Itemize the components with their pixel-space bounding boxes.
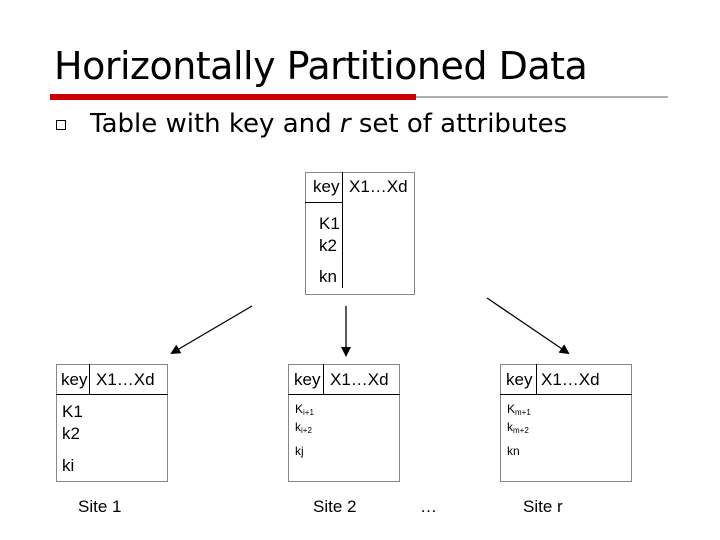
site-r-table-row: km+2 bbox=[507, 420, 529, 435]
site-r-table-header-key: key bbox=[506, 370, 533, 389]
arrow-icon bbox=[170, 305, 253, 355]
main-table-header-attrs: X1…Xd bbox=[349, 177, 408, 196]
row-key: kj bbox=[295, 444, 304, 458]
main-table-row: k2 bbox=[319, 236, 337, 255]
row-key: K bbox=[295, 402, 304, 416]
row-key: k bbox=[295, 420, 301, 434]
bullet-text-post: set of attributes bbox=[350, 109, 568, 139]
site-1-table-row: K1 bbox=[62, 402, 83, 421]
site-1-table-header-rule bbox=[56, 394, 168, 395]
site-r-table-border bbox=[500, 364, 632, 482]
site-2-table-row: kj bbox=[295, 444, 304, 458]
site-r-table-header-rule bbox=[500, 394, 632, 395]
row-key: kn bbox=[507, 444, 520, 458]
main-table-row: kn bbox=[319, 267, 337, 286]
bullet-text-var: r bbox=[339, 109, 351, 139]
main-table-border bbox=[305, 172, 415, 295]
site-r-table-row: kn bbox=[507, 444, 520, 458]
site-r-table: key X1…Xd Km+1 km+2 kn bbox=[500, 364, 632, 482]
row-key-subscript: m+2 bbox=[513, 426, 529, 435]
site-1-label: Site 1 bbox=[78, 497, 122, 516]
site-2-table-row: Ki+1 bbox=[295, 402, 314, 417]
site-2-table-header-key: key bbox=[294, 370, 321, 389]
site-1-table-divider bbox=[89, 364, 90, 394]
row-key: k bbox=[507, 420, 513, 434]
square-bullet-icon bbox=[56, 120, 66, 130]
row-key-subscript: m+1 bbox=[515, 408, 531, 417]
site-2-table: key X1…Xd Ki+1 ki+2 kj bbox=[288, 364, 400, 482]
bullet-text: Table with key and r set of attributes bbox=[90, 106, 567, 142]
row-key-subscript: i+1 bbox=[303, 408, 314, 417]
site-r-table-row: Km+1 bbox=[507, 402, 531, 417]
main-table: key X1…Xd K1 k2 kn bbox=[305, 172, 415, 295]
site-1-table-row: k2 bbox=[62, 424, 80, 443]
arrow-icon bbox=[486, 297, 570, 355]
main-table-row: K1 bbox=[319, 214, 340, 233]
site-1-table: key X1…Xd K1 k2 ki bbox=[56, 364, 168, 482]
ellipsis-label: … bbox=[420, 497, 437, 516]
row-key-subscript: i+2 bbox=[301, 426, 312, 435]
site-2-table-row: ki+2 bbox=[295, 420, 312, 435]
site-2-table-divider bbox=[323, 364, 324, 394]
bullet-text-pre: Table with key and bbox=[90, 109, 340, 139]
main-table-divider bbox=[342, 172, 343, 288]
row-key: K bbox=[507, 402, 516, 416]
title-underline-gray bbox=[416, 96, 668, 98]
site-1-table-header-key: key bbox=[61, 370, 88, 389]
main-table-header-rule bbox=[305, 202, 343, 203]
site-1-table-border bbox=[56, 364, 168, 482]
site-r-table-divider bbox=[536, 364, 537, 394]
site-1-table-header-attrs: X1…Xd bbox=[96, 370, 155, 389]
main-table-header-key: key bbox=[313, 177, 340, 196]
site-2-table-header-attrs: X1…Xd bbox=[330, 370, 389, 389]
site-r-label: Site r bbox=[523, 497, 563, 516]
title-underline-red bbox=[50, 94, 416, 100]
site-1-table-row: ki bbox=[62, 456, 75, 475]
site-2-table-header-rule bbox=[288, 394, 400, 395]
site-r-table-header-attrs: X1…Xd bbox=[541, 370, 600, 389]
slide-title: Horizontally Partitioned Data bbox=[54, 44, 588, 88]
site-2-label: Site 2 bbox=[313, 497, 357, 516]
site-2-table-border bbox=[288, 364, 400, 482]
